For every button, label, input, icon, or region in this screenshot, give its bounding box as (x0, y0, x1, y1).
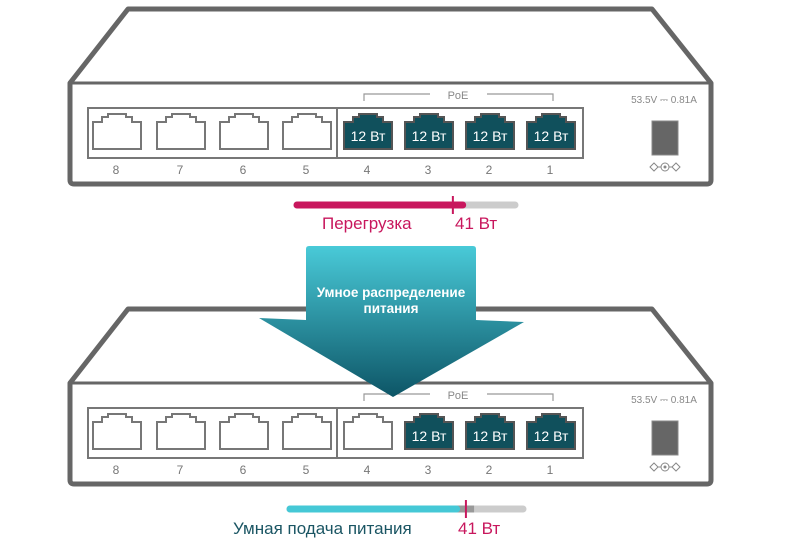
ethernet-port-2: 12 Вт 2 (465, 113, 515, 177)
ethernet-port-4: 4 (343, 413, 393, 477)
port-number: 2 (486, 163, 493, 177)
ethernet-port-icon (404, 413, 454, 450)
port-number: 3 (425, 463, 432, 477)
switch-overload: PoE 8 7 6 5 12 Вт 4 12 Вт 3 12 Вт 2 12 Вт 1 53.5V ⎓ 0… (67, 6, 714, 187)
ethernet-port-4: 12 Вт 4 (343, 113, 393, 177)
ethernet-port-3: 12 Вт 3 (404, 113, 454, 177)
port-power-label: 12 Вт (351, 128, 386, 144)
ethernet-port-icon (465, 413, 515, 450)
port-number: 8 (113, 163, 120, 177)
poe-bracket (363, 93, 554, 101)
ethernet-port-icon (282, 413, 332, 450)
ethernet-port-icon (526, 113, 576, 150)
port-number: 4 (364, 463, 371, 477)
port-number: 2 (486, 463, 493, 477)
port-number: 6 (240, 463, 247, 477)
port-number: 1 (547, 463, 554, 477)
ethernet-port-icon (343, 413, 393, 450)
power-switch (651, 420, 679, 456)
port-power-label: 12 Вт (473, 128, 508, 144)
port-number: 5 (303, 463, 310, 477)
ethernet-port-icon (219, 413, 269, 450)
power-switch (651, 120, 679, 156)
ethernet-port-icon (92, 413, 142, 450)
ethernet-port-icon (343, 113, 393, 150)
dc-polarity-icon (649, 462, 681, 472)
ethernet-port-5: 5 (282, 113, 332, 177)
port-power-label: 12 Вт (412, 428, 447, 444)
power-bar-overload (293, 196, 519, 214)
port-number: 4 (364, 163, 371, 177)
port-power-label: 12 Вт (534, 428, 569, 444)
ethernet-port-5: 5 (282, 413, 332, 477)
ethernet-port-icon (219, 113, 269, 150)
ethernet-port-icon (526, 413, 576, 450)
overload-caption: Перегрузка (322, 214, 412, 233)
dc-polarity-icon (649, 162, 681, 172)
ethernet-port-icon (282, 113, 332, 150)
port-number: 3 (425, 163, 432, 177)
smart-limit-label: 41 Вт (458, 519, 501, 538)
poe-bracket (363, 393, 554, 401)
ethernet-port-6: 6 (219, 413, 269, 477)
poe-label: PoE (448, 90, 469, 102)
power-rating: 53.5V ⎓ 0.81A (631, 395, 697, 406)
ethernet-port-6: 6 (219, 113, 269, 177)
port-number: 5 (303, 163, 310, 177)
ethernet-port-1: 12 Вт 1 (526, 113, 576, 177)
poe-label: PoE (448, 390, 469, 402)
ethernet-port-1: 12 Вт 1 (526, 413, 576, 477)
down-arrow-icon (259, 246, 524, 397)
power-bar-smart (286, 500, 527, 518)
port-power-label: 12 Вт (534, 128, 569, 144)
port-power-label: 12 Вт (473, 428, 508, 444)
port-number: 6 (240, 163, 247, 177)
switch-smart: PoE 8 7 6 5 4 12 Вт 3 12 Вт 2 12 Вт 1 53.5V ⎓ 0.81A (67, 306, 714, 487)
smart-power-caption: Умная подача питания (233, 519, 412, 538)
ethernet-port-8: 8 (92, 113, 142, 177)
plus-terminal (671, 462, 681, 472)
ethernet-port-icon (156, 413, 206, 450)
plus-terminal (671, 162, 681, 172)
ethernet-port-icon (404, 113, 454, 150)
ethernet-port-7: 7 (156, 113, 206, 177)
ethernet-port-8: 8 (92, 413, 142, 477)
power-rating: 53.5V ⎓ 0.81A (631, 95, 697, 106)
ethernet-port-icon (92, 113, 142, 150)
port-power-label: 12 Вт (412, 128, 447, 144)
ethernet-port-2: 12 Вт 2 (465, 413, 515, 477)
port-number: 8 (113, 463, 120, 477)
ethernet-port-icon (465, 113, 515, 150)
overload-limit-label: 41 Вт (455, 214, 498, 233)
port-panel (87, 407, 584, 459)
arrow-label: Умное распределение питания (316, 285, 466, 316)
port-panel (87, 107, 584, 159)
ethernet-port-7: 7 (156, 413, 206, 477)
port-number: 1 (547, 163, 554, 177)
port-number: 7 (177, 463, 184, 477)
ethernet-port-3: 12 Вт 3 (404, 413, 454, 477)
port-number: 7 (177, 163, 184, 177)
ethernet-port-icon (156, 113, 206, 150)
